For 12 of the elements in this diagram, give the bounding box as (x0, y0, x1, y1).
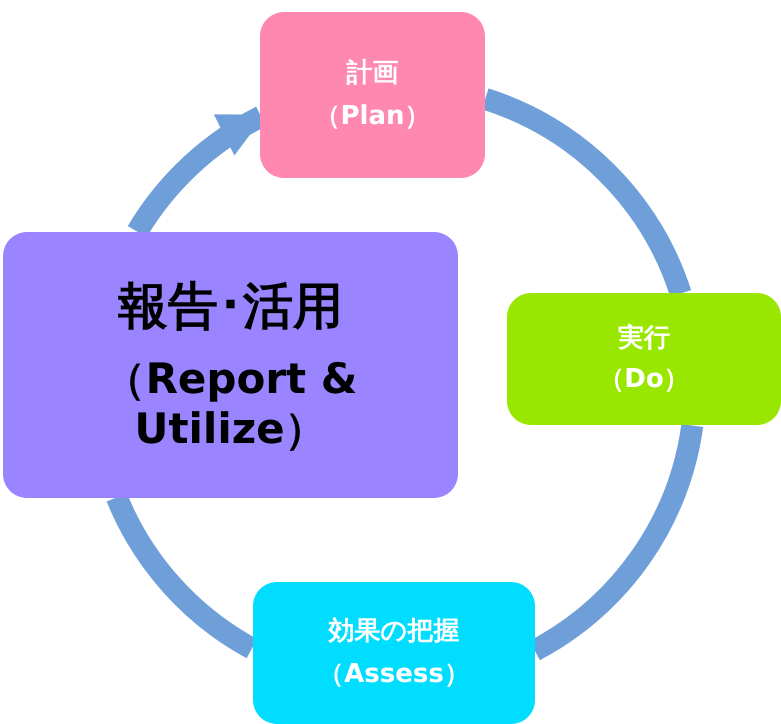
box-title: 計画 (346, 58, 398, 89)
process-box (260, 12, 485, 178)
box-subtitle: （Assess） (318, 659, 470, 690)
box-subtitle: （Plan） (314, 101, 431, 132)
process-box (253, 582, 535, 724)
process-box (3, 232, 458, 498)
box-subtitle: （Report & Utilize） (102, 354, 358, 454)
box-title: 実行 (618, 322, 670, 354)
box-title: 効果の把握 (328, 616, 460, 647)
box-title: 報告･活用 (118, 276, 343, 336)
box-subtitle: （Do） (598, 364, 690, 396)
process-box (507, 293, 781, 425)
